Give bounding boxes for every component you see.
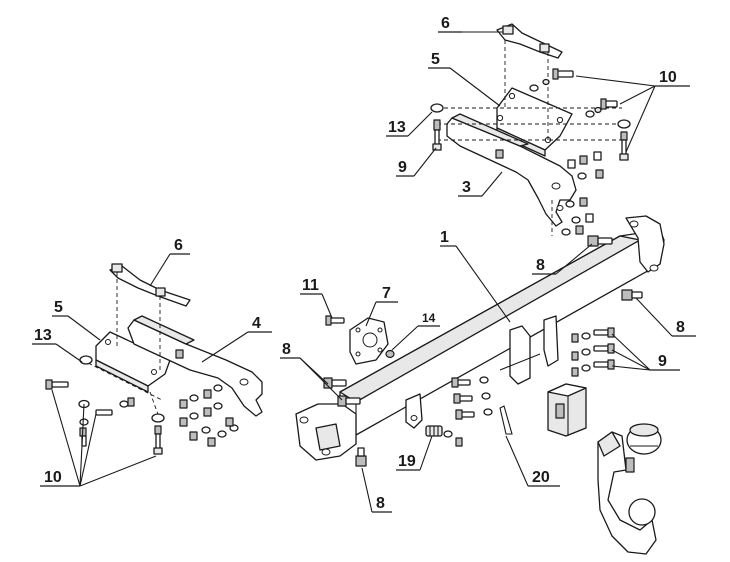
callout-8-b: 8 [282, 341, 291, 358]
crossbar-right-end [625, 215, 665, 273]
part-11-bolt [329, 317, 345, 324]
crossbar-center-plate [509, 325, 531, 385]
callout-8-d: 8 [376, 495, 385, 512]
leader-lines [32, 31, 696, 513]
callout-9-right: 9 [658, 353, 667, 370]
callout-5-left: 5 [54, 299, 63, 316]
top-bracket-assembly [430, 23, 631, 236]
callout-7: 7 [382, 285, 391, 302]
towball [628, 498, 656, 526]
callout-10-left: 10 [44, 469, 62, 486]
callout-20: 20 [532, 469, 550, 486]
part-1-crossbar [295, 215, 665, 461]
callout-4: 4 [252, 315, 261, 332]
part-3-bracket-top [451, 113, 529, 147]
part-7-socket-plate [325, 315, 395, 365]
part-20-clip [499, 405, 513, 435]
callout-10-top: 10 [659, 69, 677, 86]
callout-8-c: 8 [676, 319, 685, 336]
callout-13-left: 13 [34, 327, 52, 344]
callout-8-a: 8 [536, 257, 545, 274]
callout-19: 19 [398, 453, 416, 470]
part-13-washer-left [79, 355, 93, 365]
part-8-bolts [323, 235, 643, 467]
part-6-clip-top [502, 25, 514, 35]
top-nuts-and-washers [529, 68, 618, 236]
left-nuts-and-washers [179, 384, 239, 447]
socket-bracket [547, 383, 587, 437]
center-bolts [451, 376, 493, 420]
towball-hitch [597, 423, 662, 555]
callout-11: 11 [302, 277, 319, 294]
part-9-bolts-right [571, 327, 615, 377]
part-19-spring [425, 425, 463, 447]
left-bracket-assembly [45, 263, 263, 455]
callout-labels: 6 5 10 13 9 3 1 8 6 5 4 13 10 11 7 14 8 … [34, 15, 685, 512]
callout-3: 3 [462, 179, 471, 196]
callout-9-top: 9 [398, 159, 407, 176]
part-13-washer-top [430, 103, 444, 113]
callout-14: 14 [422, 311, 436, 325]
part-14-nut [385, 349, 395, 359]
callout-6-top: 6 [441, 15, 450, 32]
callout-13-top: 13 [388, 119, 406, 136]
callout-5-top: 5 [431, 51, 440, 68]
callout-1: 1 [440, 229, 449, 246]
callout-6-left: 6 [174, 237, 183, 254]
part-6-clip-top-2 [539, 43, 550, 53]
part-3-bracket [446, 117, 577, 227]
part-4-bracket [127, 319, 263, 417]
